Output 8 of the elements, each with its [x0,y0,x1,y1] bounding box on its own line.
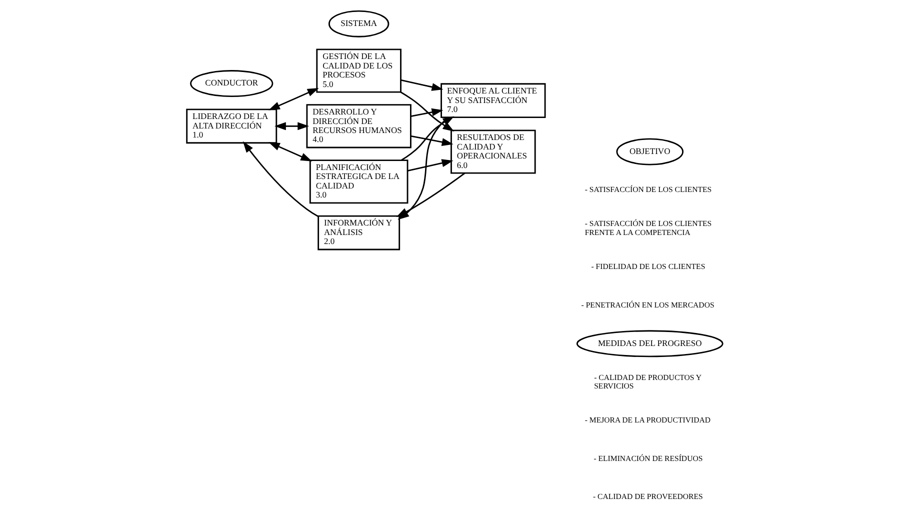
label: - CALIDAD DE PRODUCTOS Y SERVICIOS [594,372,702,390]
label: - PENETRACIÓN EN LOS MERCADOS [581,300,714,310]
label: - ELIMINACIÓN DE RESÍDUOS [594,454,703,463]
label: - SATISFACCIÓN DE LOS CLIENTES FRENTE A LA COMPETENCIA [584,219,712,237]
label: - SATISFACCÍON DE LOS CLIENTES [584,185,712,194]
label: - CALIDAD DE PROVEEDORES [593,492,703,502]
label: - MEJORA DE LA PRODUCTIVIDAD [584,415,710,424]
label: - FIDELIDAD DE LOS CLIENTES [591,262,706,271]
